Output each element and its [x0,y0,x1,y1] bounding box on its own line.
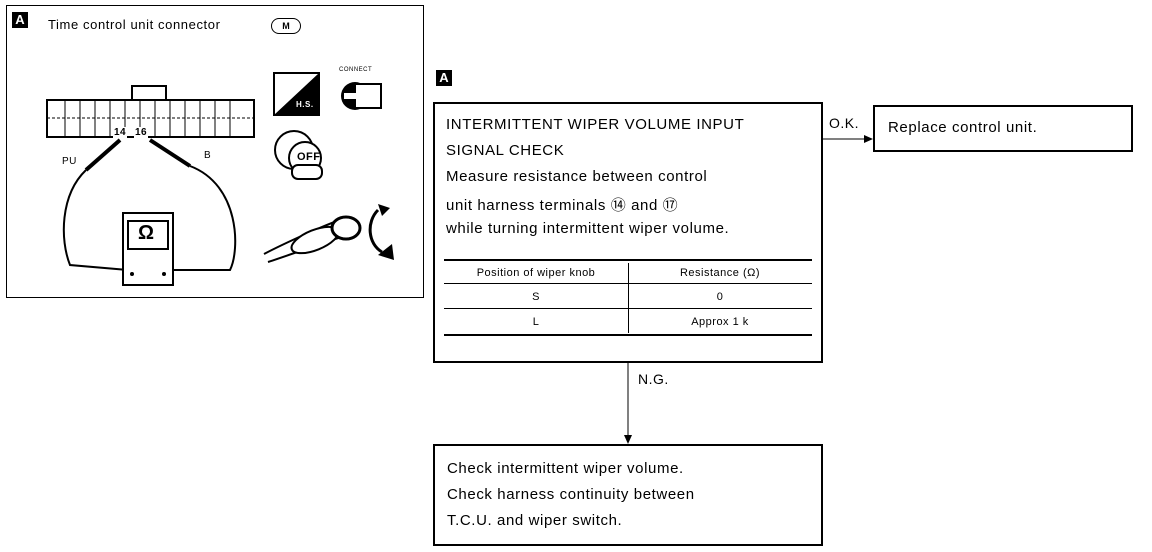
ignition-key-icon [274,130,323,180]
check-line-2: SIGNAL CHECK [446,142,565,159]
table-cell-resistance-s: 0 [716,291,724,303]
wire-color-left: PU [62,156,77,167]
ohmmeter-symbol: Ω [138,222,155,244]
resistance-table: Position of wiper knob Resistance (Ω) S … [444,259,812,337]
check-line-5: while turning intermittent wiper volume. [446,220,730,237]
terminal-14-label: 14 [113,127,128,138]
check-line-4: unit harness terminals ⑭ and ⑰ [446,197,679,214]
ng-line-1: Check intermittent wiper volume. [447,460,684,477]
rotate-arrow-icon [368,204,394,260]
panel-badge: A [12,12,28,28]
check-line-1: INTERMITTENT WIPER VOLUME INPUT [446,116,745,133]
connect-label: CONNECT [339,67,373,73]
table-cell-position-s: S [532,291,540,303]
off-label: OFF [297,151,321,163]
flow-badge: A [436,70,452,86]
ng-line-2: Check harness continuity between [447,486,695,503]
connector-code-badge: M [271,18,301,34]
ng-label: N.G. [638,371,669,387]
probe-right [148,138,192,168]
hs-label: H.S. [296,100,314,109]
table-header-resistance: Resistance (Ω) [679,267,761,279]
replace-control-unit-text: Replace control unit. [888,119,1038,136]
connector-title: Time control unit connector [48,17,221,32]
connector-diagram-panel [6,5,424,298]
probe-left [84,138,122,172]
lead-left [62,169,129,271]
signal-check-box: INTERMITTENT WIPER VOLUME INPUT SIGNAL C… [433,102,823,363]
terminal-16-label: 16 [134,127,149,138]
table-cell-resistance-l: Approx 1 k [691,316,749,328]
check-volume-box: Check intermittent wiper volume. Check h… [433,444,823,546]
check-line-3: Measure resistance between control [446,168,708,185]
replace-control-unit-box: Replace control unit. [873,105,1133,152]
wire-color-right: B [204,150,212,161]
table-header-position: Position of wiper knob [476,267,596,279]
table-cell-position-l: L [532,316,540,328]
wiper-knob-icon [263,215,362,263]
ok-label: O.K. [829,115,860,131]
ohmmeter-display [127,220,169,250]
lead-right [172,165,237,271]
connector-code: M [282,21,290,31]
ng-line-3: T.C.U. and wiper switch. [447,512,623,529]
connect-icon [341,82,382,110]
connector-latch [131,85,167,101]
